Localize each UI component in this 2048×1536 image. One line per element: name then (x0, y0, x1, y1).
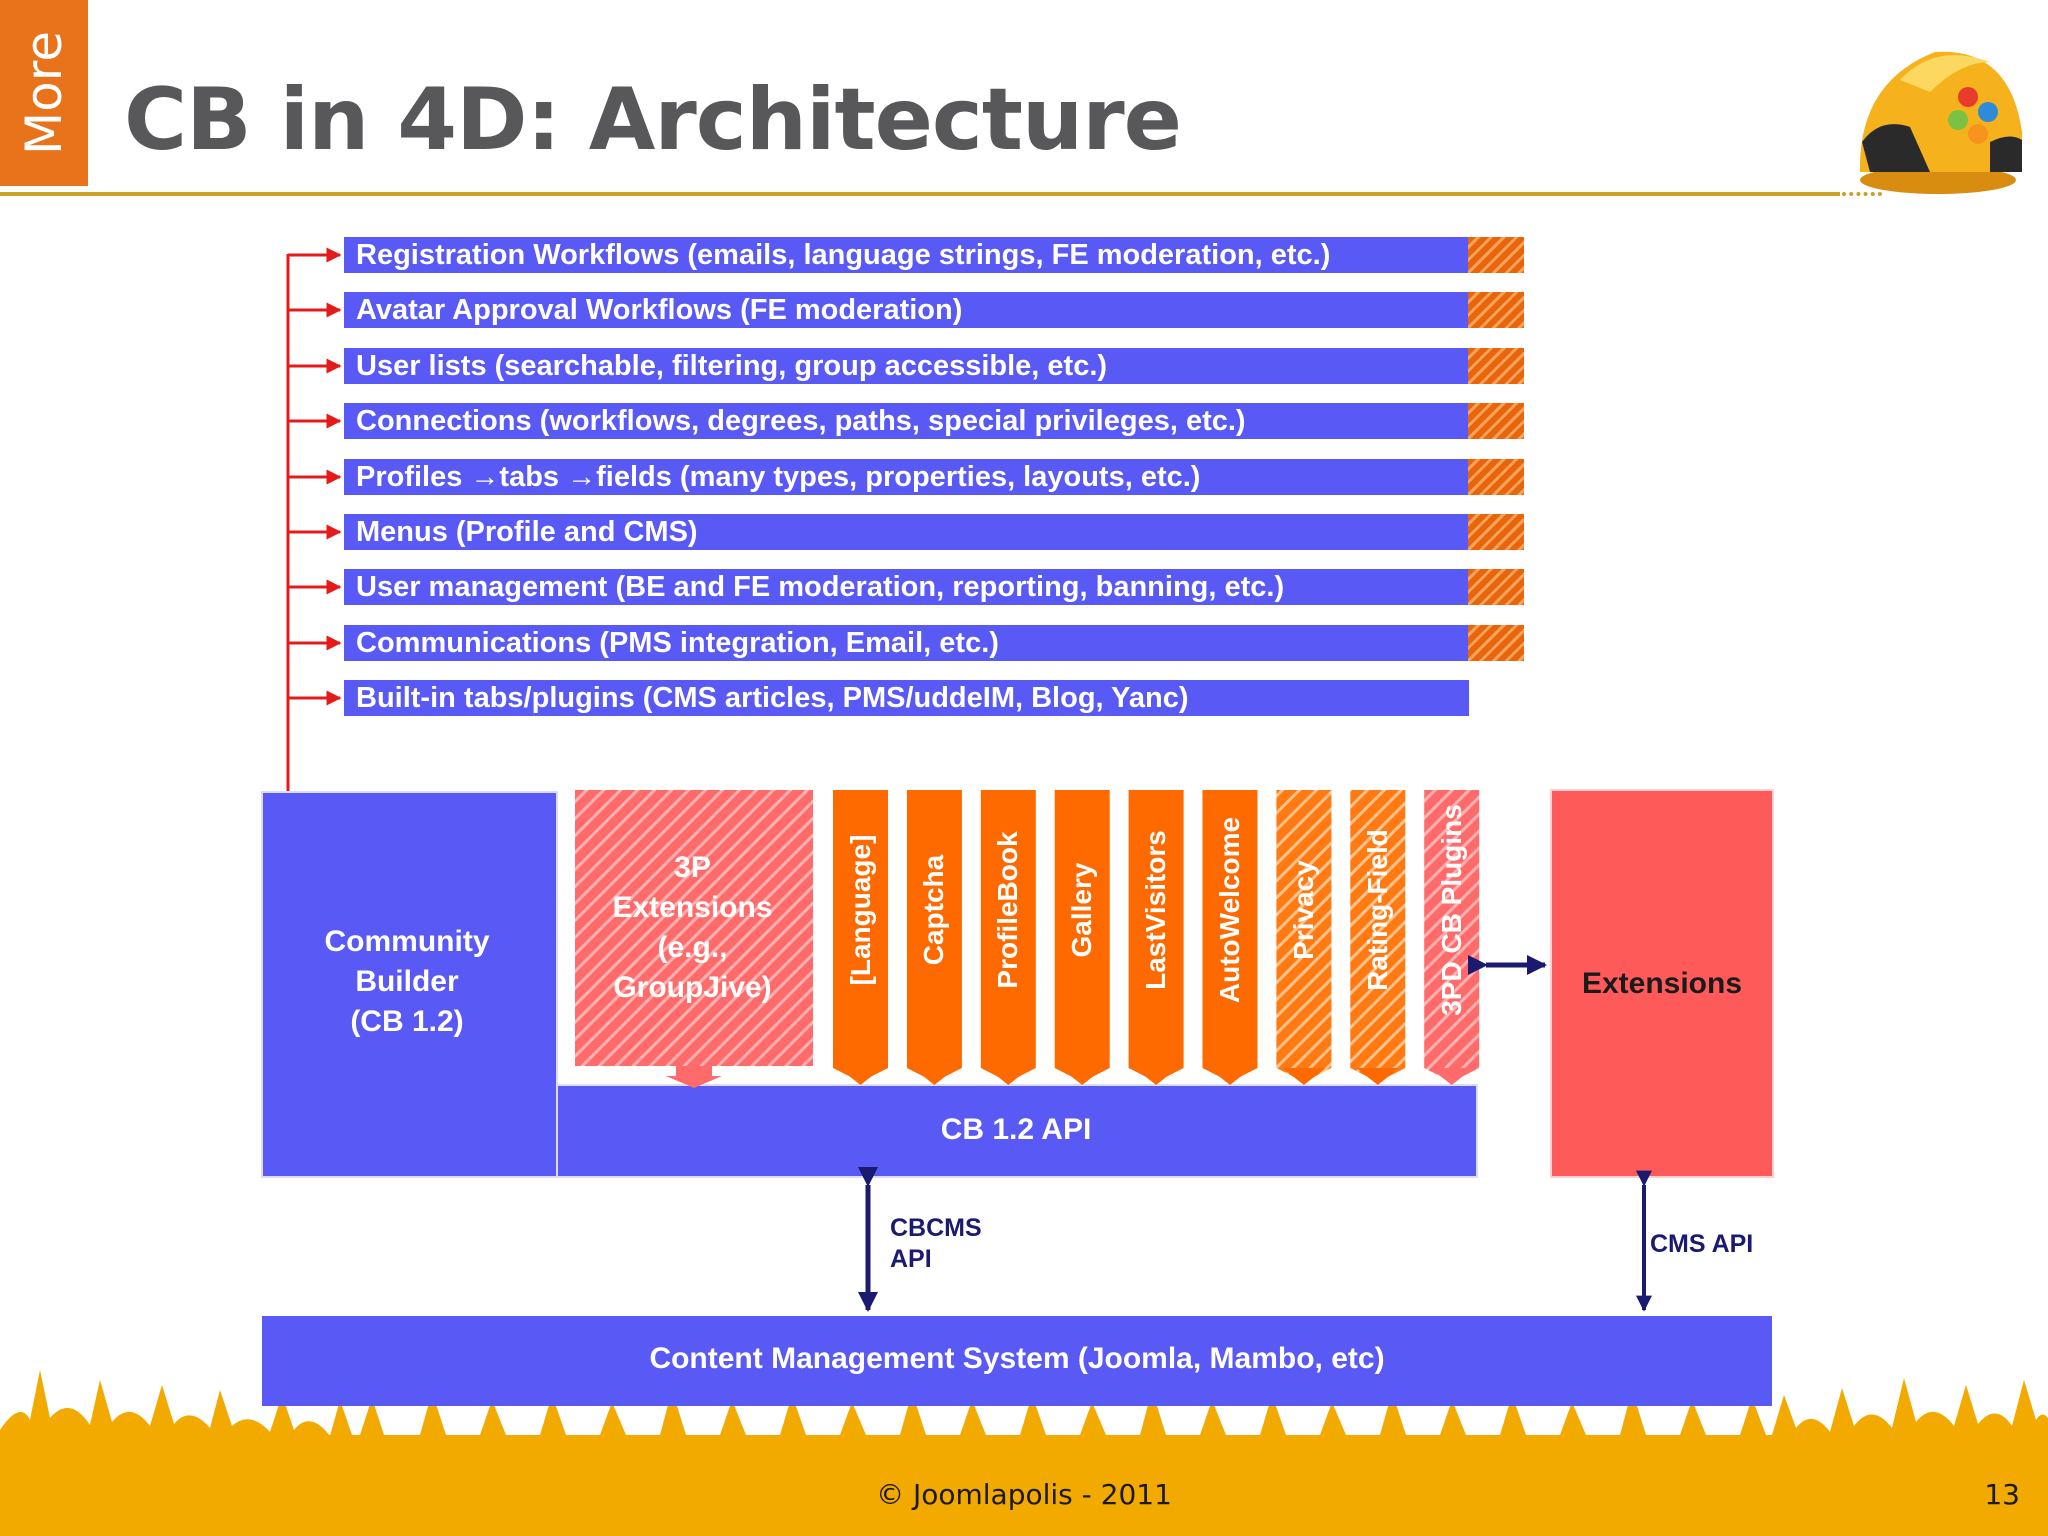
crowd-footer-graphic (0, 1370, 2048, 1536)
feature-bar: Menus (Profile and CMS) (344, 514, 1524, 550)
plugin-bar (1424, 790, 1480, 1082)
feature-label: Avatar Approval Workflows (FE moderation… (356, 294, 963, 326)
plugin-column (1202, 790, 1258, 1085)
cms-api-label: CMS API (1650, 1230, 1754, 1258)
community-builder-label-line: Community (324, 925, 490, 958)
third-party-label-line: 3P (674, 851, 711, 884)
feature-hatch (1468, 292, 1524, 328)
plugin-column (1054, 790, 1110, 1085)
extensions-label: Extensions (1581, 967, 1743, 1000)
plugin-bar (1128, 790, 1184, 1082)
plugin-label: Gallery (1066, 862, 1098, 958)
feature-bar: Communications (PMS integration, Email, … (344, 625, 1524, 661)
feature-hatch (1468, 514, 1524, 550)
plugin-bar (1202, 790, 1258, 1082)
cb-api-block (556, 1084, 1478, 1178)
title-rule (0, 192, 1840, 196)
plugin-bar (906, 790, 962, 1082)
feature-hatch (1468, 403, 1524, 439)
community-builder-label-line: Builder (355, 965, 459, 998)
plugin-bar (1276, 790, 1332, 1082)
plugin-bar (1350, 790, 1406, 1082)
cbcms-api-label: CBCMS API (890, 1214, 982, 1273)
feature-bar: User management (BE and FE moderation, r… (344, 569, 1524, 605)
slide-title: CB in 4D: Architecture (124, 70, 1182, 170)
third-party-extensions-block (575, 790, 813, 1066)
feature-label: Built-in tabs/plugins (CMS articles, PMS… (356, 682, 1189, 714)
plugin-label: AutoWelcome (1214, 816, 1245, 1004)
feature-label: Profiles →tabs →fields (many types, prop… (356, 461, 1201, 493)
feature-label: User management (BE and FE moderation, r… (356, 571, 1285, 603)
plugins-group (833, 790, 1480, 1085)
plugin-label: Privacy (1287, 860, 1319, 960)
feature-label: Registration Workflows (emails, language… (356, 239, 1331, 271)
title-rule-dots (1842, 192, 1882, 196)
plugin-arrow (1134, 1068, 1178, 1085)
cms-block (262, 1316, 1772, 1406)
extensions-block (1550, 789, 1774, 1178)
footer-copyright: © Joomlapolis - 2011 (876, 1478, 1172, 1511)
plugin-arrow (912, 1068, 956, 1085)
plugin-bar (1054, 790, 1110, 1082)
feature-bar: Registration Workflows (emails, language… (344, 237, 1524, 273)
plugin-arrow (986, 1068, 1030, 1085)
plugin-label: LastVisitors (1140, 830, 1172, 990)
third-party-label-line: GroupJive) (613, 971, 772, 1004)
third-party-extensions-label: 3P Extensions (e.g., GroupJive) (575, 848, 810, 1008)
feature-bar: Profiles →tabs →fields (many types, prop… (344, 459, 1524, 495)
page-number: 13 (1984, 1478, 2020, 1511)
feature-hatch (1468, 459, 1524, 495)
feature-label: Menus (Profile and CMS) (356, 516, 698, 548)
community-builder-block (261, 791, 558, 1178)
plugin-label: [Language] (844, 834, 876, 986)
plugin-column (980, 790, 1036, 1085)
plugin-column (1424, 790, 1480, 1085)
feature-bar: Connections (workflows, degrees, paths, … (344, 403, 1524, 439)
feature-hatch (1468, 237, 1524, 273)
feature-label: Connections (workflows, degrees, paths, … (356, 405, 1246, 437)
plugin-bar (833, 790, 888, 1082)
community-builder-label-line: (CB 1.2) (350, 1005, 464, 1038)
plugin-column (1350, 790, 1406, 1085)
third-party-label-line: Extensions (612, 891, 773, 924)
plugin-label: Captcha (918, 854, 950, 966)
cms-label: Content Management System (Joomla, Mambo… (649, 1342, 1385, 1375)
plugin-arrow (1208, 1068, 1252, 1085)
feature-hatch (1468, 569, 1524, 605)
helmet-logo-icon (1859, 51, 2022, 194)
feature-bar: User lists (searchable, filtering, group… (344, 348, 1524, 384)
third-party-label-line: (e.g., (657, 931, 728, 964)
feature-hatch (1468, 625, 1524, 661)
plugin-column (906, 790, 962, 1085)
plugin-arrow (839, 1068, 882, 1085)
plugin-column (1276, 790, 1332, 1085)
plugin-label: Rating-Field (1361, 829, 1393, 991)
plugin-arrow (1430, 1068, 1474, 1085)
feature-label: Communications (PMS integration, Email, … (356, 627, 999, 659)
cb-api-label: CB 1.2 API (940, 1113, 1092, 1146)
plugin-arrow (1282, 1068, 1326, 1085)
plugin-label: 3PD CB Plugins (1435, 804, 1467, 1016)
plugin-arrow (1356, 1068, 1400, 1085)
feature-bar: Built-in tabs/plugins (CMS articles, PMS… (344, 680, 1469, 716)
plugin-column (833, 790, 888, 1085)
feature-label: User lists (searchable, filtering, group… (356, 350, 1108, 382)
plugin-arrow (1060, 1068, 1104, 1085)
feature-hatch (1468, 348, 1524, 384)
plugin-column (1128, 790, 1184, 1085)
more-tab[interactable]: More (0, 0, 88, 186)
third-party-arrow (666, 1066, 722, 1088)
feature-bar: Avatar Approval Workflows (FE moderation… (344, 292, 1524, 328)
plugin-bar (980, 790, 1036, 1082)
connector-arrows (288, 247, 342, 706)
plugin-label: ProfileBook (992, 831, 1024, 989)
